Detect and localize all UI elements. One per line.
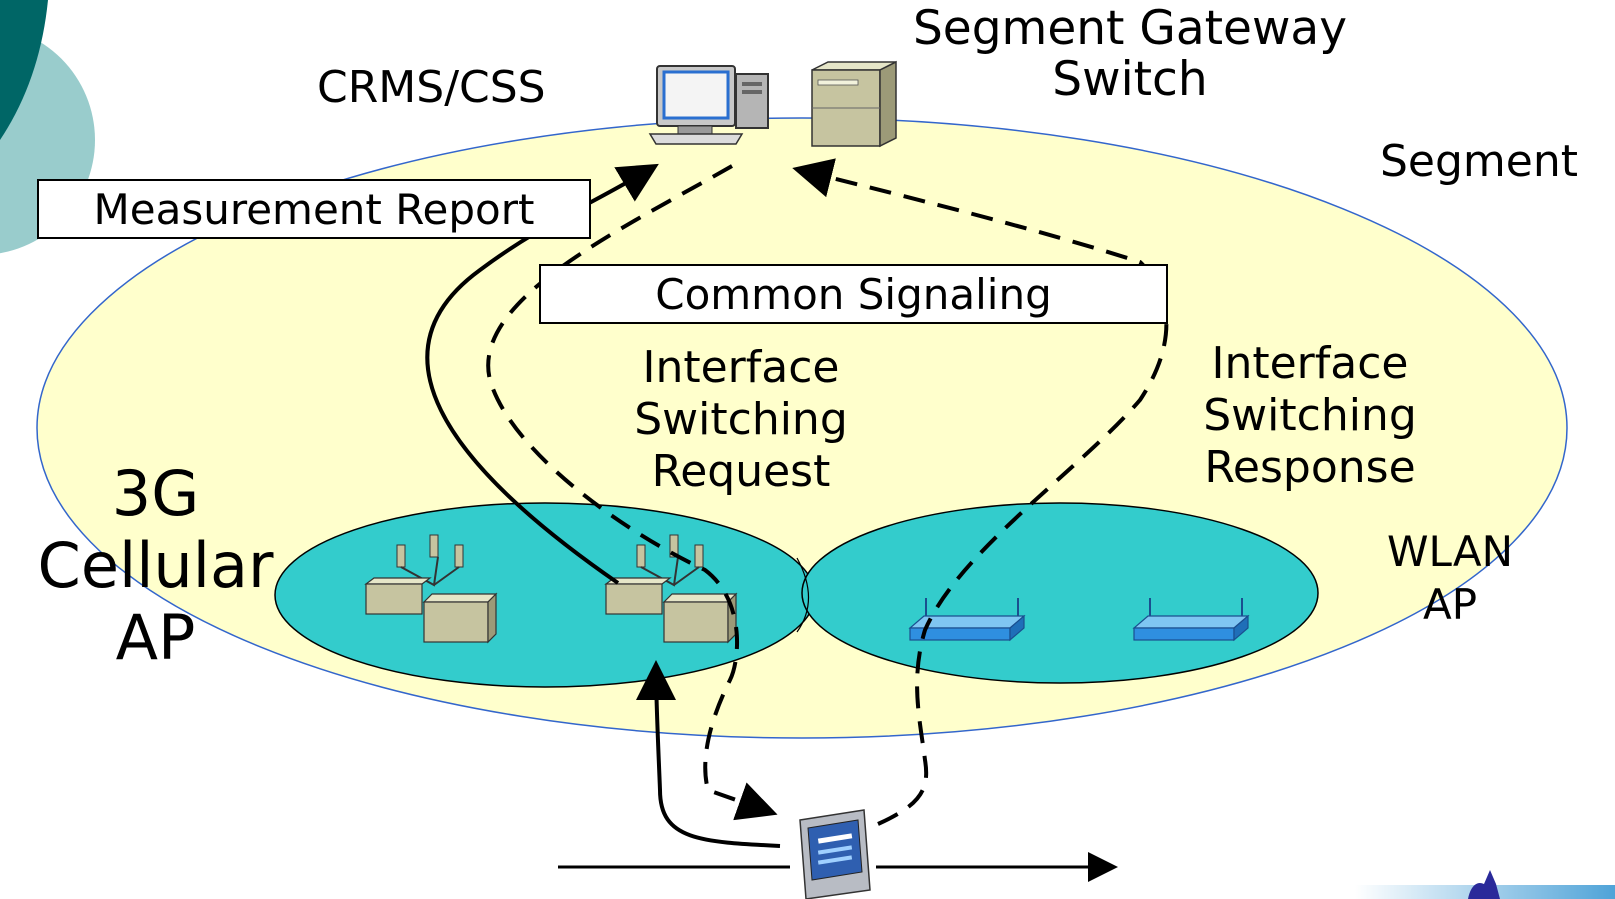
cellular-label-line2: Cellular bbox=[37, 528, 274, 602]
wlan-label-line2: AP bbox=[1422, 579, 1478, 629]
common-signaling-label: Common Signaling bbox=[655, 269, 1052, 319]
response-label-line2: Switching bbox=[1203, 389, 1417, 441]
request-label-line3: Request bbox=[651, 445, 831, 497]
common-signaling-box: Common Signaling bbox=[539, 264, 1168, 324]
gateway-switch-label: Segment Gateway Switch bbox=[880, 1, 1380, 107]
logo-mark bbox=[1468, 870, 1500, 899]
wlan-access-point-icon bbox=[908, 598, 1026, 642]
base-station-icon bbox=[604, 534, 738, 644]
server-icon bbox=[811, 60, 897, 148]
request-label-line2: Switching bbox=[634, 393, 848, 445]
gateway-label-line1: Segment Gateway bbox=[912, 1, 1348, 56]
gateway-label-line2: Switch bbox=[1052, 51, 1208, 107]
response-label-line3: Response bbox=[1204, 441, 1416, 493]
cellular-ap-label: 3G Cellular AP bbox=[8, 458, 303, 674]
crms-css-label: CRMS/CSS bbox=[317, 62, 546, 113]
interface-switching-request-arrow bbox=[486, 164, 778, 821]
response-label-line1: Interface bbox=[1211, 338, 1409, 389]
measurement-report-label: Measurement Report bbox=[93, 184, 535, 234]
pda-to-base-station-arrow bbox=[636, 660, 781, 848]
interface-switching-response-label: Interface Switching Response bbox=[1170, 338, 1450, 494]
cellular-label-line3: AP bbox=[115, 600, 196, 674]
base-station-icon bbox=[364, 534, 498, 644]
cellular-label-line1: 3G bbox=[111, 457, 200, 530]
interface-switching-request-label: Interface Switching Request bbox=[596, 342, 886, 498]
request-label-line1: Interface bbox=[642, 342, 840, 393]
cell-overlap-edge bbox=[796, 557, 810, 633]
measurement-report-box: Measurement Report bbox=[37, 179, 591, 239]
segment-label: Segment bbox=[1380, 136, 1578, 187]
pda-icon bbox=[799, 809, 871, 899]
wlan-access-point-icon bbox=[1132, 598, 1250, 642]
computer-icon bbox=[648, 65, 769, 145]
corner-decoration-dark bbox=[0, 0, 48, 140]
interface-switching-response-arrow bbox=[792, 158, 1169, 826]
wlan-ap-label: WLAN AP bbox=[1365, 526, 1535, 631]
wlan-cell-ellipse bbox=[801, 502, 1319, 684]
wlan-label-line1: WLAN bbox=[1386, 527, 1514, 576]
